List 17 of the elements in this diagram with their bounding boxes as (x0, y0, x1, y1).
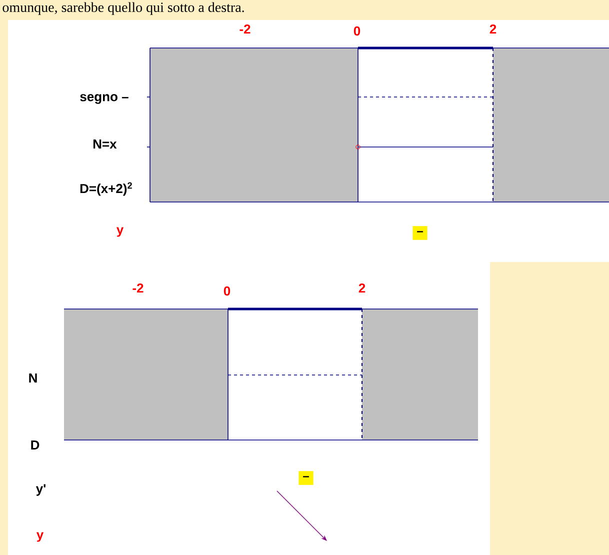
axis-label: N (29, 374, 37, 382)
axis-label: D (31, 440, 40, 450)
axis-label: N=x (93, 140, 117, 148)
axis-label: 2 (358, 283, 366, 293)
axis-label: D=(x+2)$^{2}$ (80, 182, 132, 196)
axis-label: 0 (224, 286, 230, 296)
highlighted-sign: – (298, 471, 314, 485)
axis-label: 0 (354, 26, 360, 36)
axis-label: -2 (132, 283, 144, 293)
axis-label: -2 (240, 24, 250, 34)
highlighted-sign: – (412, 226, 428, 240)
axis-label: y (36, 532, 44, 542)
axis-label: y (116, 227, 124, 237)
axis-label: 2 (490, 24, 496, 34)
axis-label: y' (36, 484, 46, 496)
axis-label: segno – (80, 94, 128, 104)
heading: omunque, sarebbe quello qui sotto a destra. (2, 2, 244, 15)
